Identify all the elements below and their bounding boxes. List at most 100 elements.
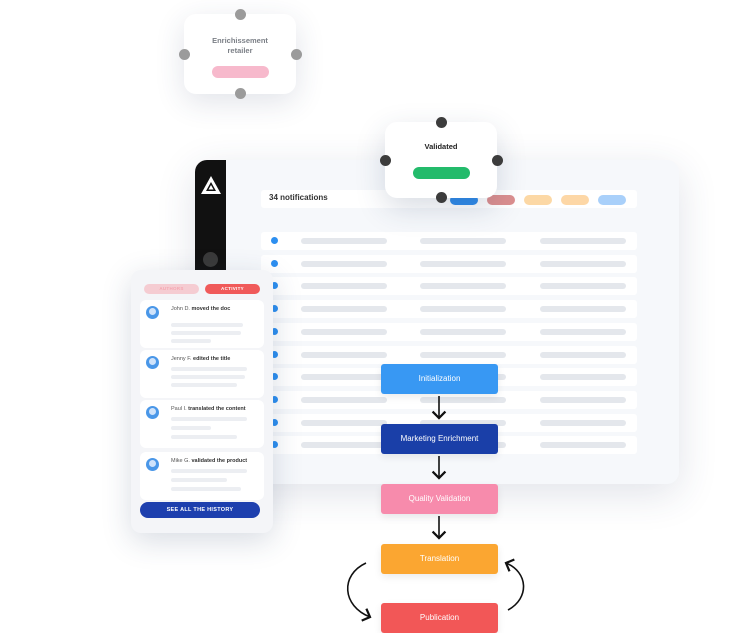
table-row[interactable]	[261, 345, 637, 364]
avatar[interactable]	[203, 252, 218, 267]
placeholder-line	[171, 323, 243, 327]
workflow-step-initialization[interactable]: Initialization	[381, 364, 498, 394]
activity-text: John D. moved the doc	[171, 306, 230, 312]
node-title: Enrichissement retailer	[212, 36, 268, 55]
node-title: Validated	[424, 142, 458, 151]
table-row[interactable]	[261, 277, 637, 296]
placeholder-cell	[301, 260, 387, 267]
connector-handle-left[interactable]	[179, 49, 190, 60]
avatar	[146, 306, 159, 319]
placeholder-cell	[540, 396, 626, 403]
unread-indicator	[271, 418, 278, 426]
connector-handle-bottom[interactable]	[436, 192, 447, 203]
see-all-history-button[interactable]: SEE ALL THE HISTORY	[140, 502, 260, 518]
placeholder-cell	[540, 374, 626, 381]
placeholder-line	[171, 339, 211, 343]
workflow-step-quality-validation[interactable]: Quality Validation	[381, 484, 498, 514]
placeholder-cell	[540, 306, 626, 313]
placeholder-cell	[420, 351, 506, 358]
placeholder-cell	[420, 260, 506, 267]
filter-chip[interactable]	[598, 195, 626, 205]
placeholder-line	[171, 478, 227, 482]
placeholder-line	[171, 383, 237, 387]
activity-action: edited the title	[193, 356, 231, 362]
placeholder-cell	[540, 260, 626, 267]
unread-indicator	[271, 282, 278, 290]
avatar	[146, 406, 159, 419]
table-row[interactable]	[261, 232, 637, 250]
tab-authors[interactable]: AUTHORS	[144, 284, 199, 294]
filter-chip[interactable]	[561, 195, 589, 205]
connector-handle-left[interactable]	[380, 155, 391, 166]
placeholder-cell	[540, 351, 626, 358]
activity-item[interactable]: John D. moved the doc	[140, 300, 264, 348]
node-card-validated[interactable]: Validated	[380, 117, 503, 203]
connector-handle-right[interactable]	[492, 155, 503, 166]
placeholder-line	[171, 367, 247, 371]
workflow-step-publication[interactable]: Publication	[381, 603, 498, 633]
table-row[interactable]	[261, 254, 637, 273]
placeholder-cell	[420, 419, 506, 426]
notifications-panel: 34 notifications	[195, 160, 679, 484]
unread-indicator	[271, 327, 278, 335]
filter-chip[interactable]	[524, 195, 552, 205]
unread-indicator	[271, 441, 278, 449]
activity-user: Jenny F.	[171, 356, 192, 362]
table-row[interactable]	[261, 322, 637, 341]
connector-handle-right[interactable]	[291, 49, 302, 60]
placeholder-cell	[301, 374, 387, 381]
activity-item[interactable]: Paul I. translated the content	[140, 400, 264, 448]
unread-indicator	[271, 395, 278, 403]
unread-indicator	[271, 305, 278, 313]
table-row[interactable]	[261, 413, 637, 432]
notifications-count: 34 notifications	[269, 193, 328, 202]
placeholder-cell	[420, 238, 506, 244]
placeholder-cell	[420, 283, 506, 290]
unread-indicator	[271, 237, 278, 244]
placeholder-cell	[540, 328, 626, 335]
placeholder-cell	[540, 283, 626, 290]
placeholder-cell	[420, 396, 506, 403]
placeholder-cell	[301, 306, 387, 313]
placeholder-cell	[540, 419, 626, 426]
connector-handle-top[interactable]	[436, 117, 447, 128]
status-pill	[211, 66, 269, 78]
placeholder-cell	[301, 351, 387, 358]
placeholder-line	[171, 469, 247, 473]
placeholder-cell	[301, 442, 387, 449]
placeholder-cell	[301, 396, 387, 403]
activity-user: Mike G.	[171, 458, 190, 464]
unread-indicator	[271, 350, 278, 358]
connector-handle-top[interactable]	[235, 9, 246, 20]
placeholder-line	[171, 435, 237, 439]
placeholder-cell	[301, 283, 387, 290]
loop-arrow-left-icon	[346, 562, 372, 622]
avatar	[146, 356, 159, 369]
placeholder-cell	[540, 442, 626, 449]
workflow-step-marketing-enrichment[interactable]: Marketing Enrichment	[381, 424, 498, 454]
unread-indicator	[271, 373, 278, 381]
activity-action: validated the product	[191, 458, 248, 464]
activity-user: John D.	[171, 306, 190, 312]
placeholder-cell	[420, 306, 506, 313]
table-row[interactable]	[261, 390, 637, 409]
activity-action: moved the doc	[191, 306, 231, 312]
tab-activity[interactable]: ACTIVITY	[205, 284, 260, 294]
activity-item[interactable]: Mike G. validated the product	[140, 452, 264, 500]
connector-handle-bottom[interactable]	[235, 88, 246, 99]
table-row[interactable]	[261, 300, 637, 319]
node-card-enrichment[interactable]: Enrichissement retailer	[179, 9, 302, 99]
placeholder-line	[171, 417, 247, 421]
placeholder-line	[171, 426, 211, 430]
placeholder-cell	[301, 328, 387, 335]
placeholder-line	[171, 331, 241, 335]
placeholder-cell	[540, 238, 626, 244]
avatar	[146, 458, 159, 471]
status-pill	[412, 167, 470, 179]
filter-chip[interactable]	[487, 195, 515, 205]
filter-chip[interactable]	[450, 195, 478, 205]
activity-item[interactable]: Jenny F. edited the title	[140, 350, 264, 398]
placeholder-cell	[301, 238, 387, 244]
workflow-step-translation[interactable]: Translation	[381, 544, 498, 574]
activity-card: AUTHORS ACTIVITY John D. moved the doc J…	[131, 270, 273, 533]
